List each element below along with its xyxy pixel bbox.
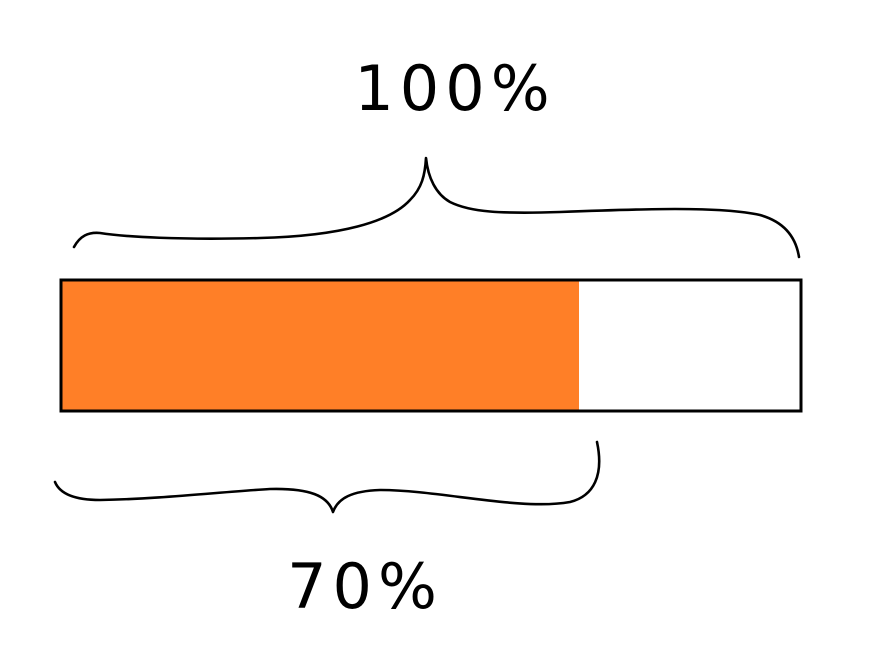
bottom-brace xyxy=(53,440,601,514)
part-label: 70% xyxy=(287,550,443,623)
total-label: 100% xyxy=(354,52,555,125)
progress-outline xyxy=(59,278,803,413)
top-brace xyxy=(72,156,801,259)
progress-fill xyxy=(61,280,579,411)
